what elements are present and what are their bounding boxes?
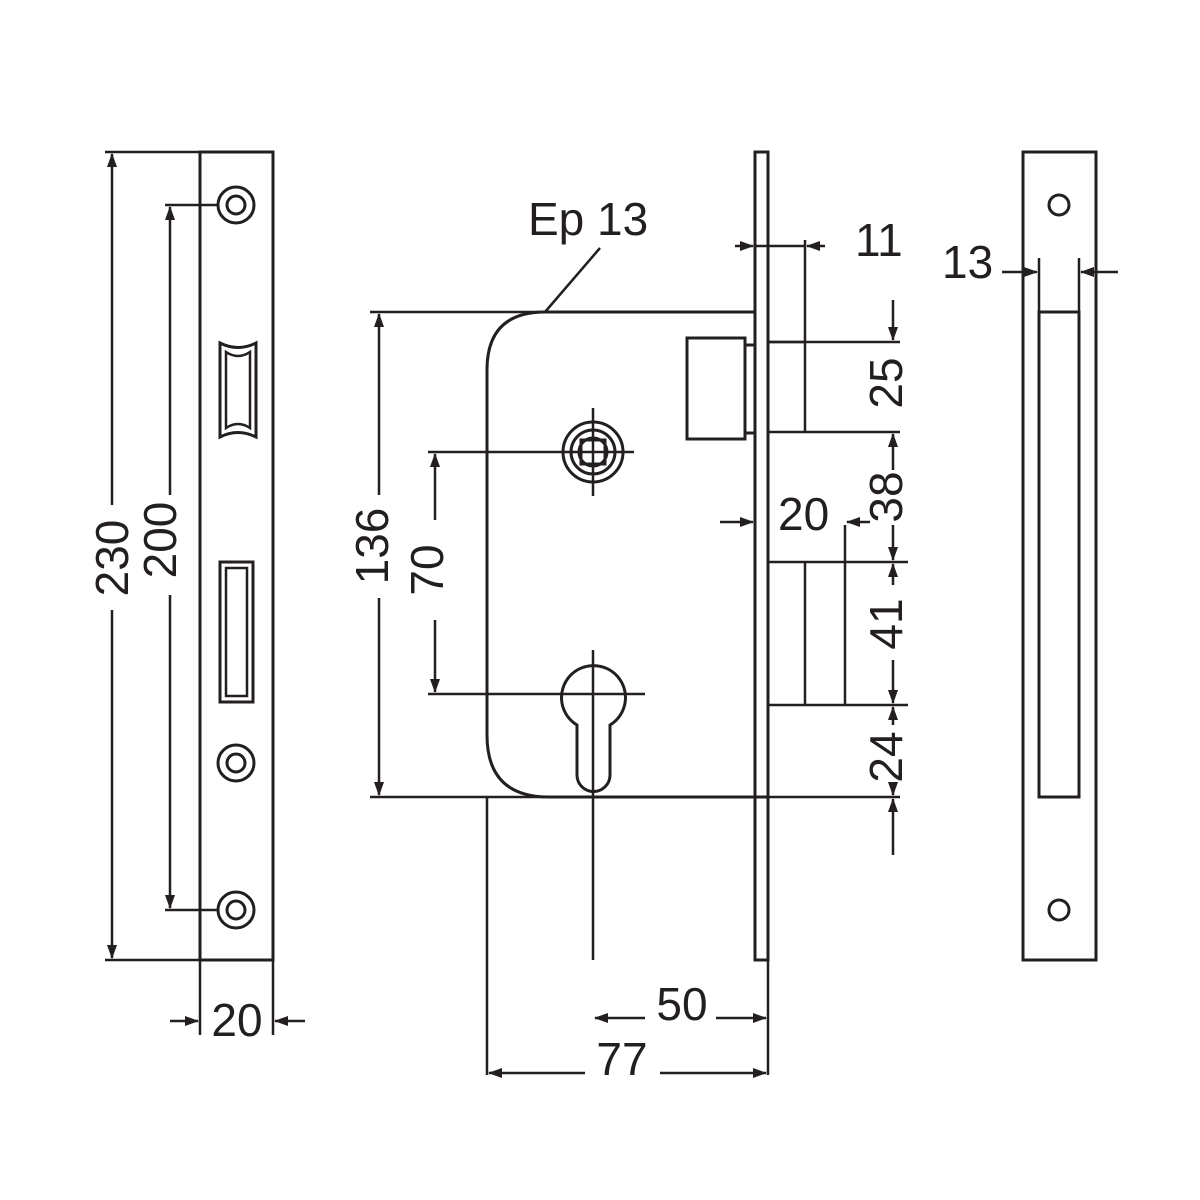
dim-faceplate-thickness-label: 13 bbox=[942, 236, 993, 288]
dim-overall-height: 230 bbox=[86, 150, 200, 962]
strike-plate-view: 13 bbox=[942, 150, 1118, 962]
front-deadbolt-slot-inner bbox=[224, 349, 252, 431]
dim-gap-upper-label: 38 bbox=[860, 471, 912, 522]
cylinder-keyhole-icon bbox=[555, 650, 645, 960]
lock-case bbox=[485, 310, 768, 799]
dim-case-height-label: 136 bbox=[346, 508, 398, 585]
front-latch-slot bbox=[218, 560, 255, 704]
dim-plate-width-label: 20 bbox=[211, 994, 262, 1046]
dim-case-height: 136 bbox=[346, 310, 549, 799]
deadbolt-tip bbox=[743, 343, 757, 435]
front-faceplate bbox=[198, 150, 275, 962]
dim-deadbolt-height-label: 25 bbox=[860, 357, 912, 408]
dim-overall-height-label: 230 bbox=[86, 520, 138, 597]
strike-top-hole-icon bbox=[1047, 193, 1071, 217]
strike-opening bbox=[1037, 310, 1081, 799]
handle-spindle-icon bbox=[550, 408, 634, 496]
dim-chain-right: 25 38 41 24 bbox=[768, 300, 912, 855]
dim-forend-thickness: 11 bbox=[735, 214, 903, 266]
thickness-note: Ep 13 bbox=[528, 193, 648, 245]
forend-plate bbox=[753, 150, 770, 962]
dim-case-depth: 77 bbox=[485, 797, 767, 1085]
front-middle-screw-icon bbox=[216, 743, 256, 783]
front-top-screw-icon bbox=[216, 185, 256, 225]
side-view: Ep 13 136 70 11 bbox=[346, 150, 912, 1085]
front-view: 230 200 20 bbox=[86, 150, 305, 1046]
dim-latch-projection: 20 bbox=[720, 488, 870, 540]
strike-bottom-hole-icon bbox=[1047, 898, 1071, 922]
dim-plate-width: 20 bbox=[170, 960, 305, 1046]
dim-screw-spacing: 200 bbox=[134, 203, 218, 912]
dim-bottom-offset-label: 24 bbox=[860, 731, 912, 782]
dim-screw-spacing-label: 200 bbox=[134, 502, 186, 579]
dim-faceplate-thickness: 13 bbox=[942, 236, 1118, 288]
dim-backset-label: 50 bbox=[656, 978, 707, 1030]
strike-plate bbox=[1021, 150, 1098, 962]
front-bottom-screw-icon bbox=[216, 890, 256, 930]
front-deadbolt-slot bbox=[218, 340, 258, 440]
dim-forend-thickness-label: 11 bbox=[855, 214, 903, 266]
dim-backset: 50 bbox=[594, 797, 770, 1075]
dim-latch-height-label: 41 bbox=[860, 598, 912, 649]
dim-case-depth-label: 77 bbox=[596, 1033, 647, 1085]
front-latch-slot-inner bbox=[224, 566, 249, 698]
deadbolt bbox=[685, 336, 747, 441]
dim-handle-cylinder-label: 70 bbox=[401, 544, 453, 595]
dim-handle-cylinder: 70 bbox=[401, 450, 555, 696]
dim-latch-projection-label: 20 bbox=[778, 488, 829, 540]
